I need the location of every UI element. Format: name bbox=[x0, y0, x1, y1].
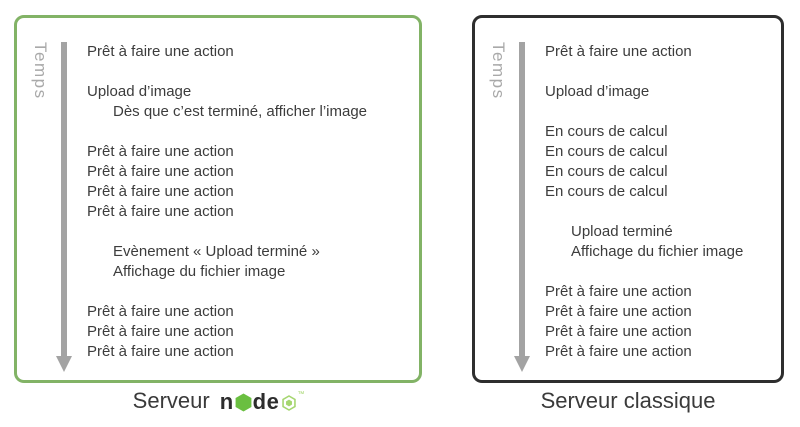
timeline-line: Prêt à faire une action bbox=[87, 303, 234, 320]
classic-timeline: Prêt à faire une action Upload d’image E… bbox=[545, 42, 775, 362]
timeline-line: Prêt à faire une action bbox=[87, 163, 234, 180]
nodejs-logo-letter-n: n bbox=[219, 389, 234, 414]
timeline-line: Prêt à faire une action bbox=[545, 343, 692, 360]
timeline-line: Upload d’image bbox=[545, 83, 650, 100]
timeline-line: Prêt à faire une action bbox=[87, 43, 234, 60]
trademark-symbol: ™ bbox=[297, 390, 305, 398]
timeline-line: Affichage du fichier image bbox=[113, 263, 286, 280]
timeline-line: Prêt à faire une action bbox=[545, 303, 692, 320]
timeline-line: Upload d’image bbox=[87, 83, 192, 100]
time-axis-label: Temps bbox=[31, 42, 50, 100]
timeline-line: Dès que c’est terminé, afficher l’image bbox=[113, 103, 368, 120]
timeline-line: Prêt à faire une action bbox=[545, 283, 692, 300]
classic-server-box: Temps Prêt à faire une action Upload d’i… bbox=[472, 15, 784, 383]
timeline-line: En cours de calcul bbox=[545, 163, 668, 180]
nodejs-hexagon-o-icon bbox=[235, 393, 252, 411]
timeline-line: En cours de calcul bbox=[545, 183, 668, 200]
time-arrow-head-icon bbox=[56, 356, 72, 372]
nodejs-logo: n de ™ bbox=[219, 389, 305, 414]
node-server-box: Temps Prêt à faire une action Upload d’i… bbox=[14, 15, 422, 383]
nodejs-logo-letters-de: de bbox=[252, 389, 280, 414]
timeline-line: Affichage du fichier image bbox=[571, 243, 744, 260]
timeline-blank-line bbox=[87, 222, 413, 242]
timeline-blank-line bbox=[87, 62, 413, 82]
timeline-line: Prêt à faire une action bbox=[87, 343, 234, 360]
timeline-blank-line bbox=[545, 262, 775, 282]
classic-caption: Serveur classique bbox=[472, 388, 784, 418]
timeline-blank-line bbox=[87, 282, 413, 302]
time-axis-label: Temps bbox=[489, 42, 508, 100]
timeline-blank-line bbox=[87, 122, 413, 142]
timeline-line: Prêt à faire une action bbox=[87, 143, 234, 160]
timeline-line: Prêt à faire une action bbox=[545, 43, 692, 60]
timeline-line: Prêt à faire une action bbox=[87, 323, 234, 340]
timeline-line: Evènement « Upload terminé » bbox=[113, 243, 320, 260]
time-arrow-head-icon bbox=[514, 356, 530, 372]
timeline-line: Prêt à faire une action bbox=[87, 203, 234, 220]
timeline-line: Upload terminé bbox=[571, 223, 673, 240]
timeline-blank-line bbox=[545, 62, 775, 82]
timeline-blank-line bbox=[545, 102, 775, 122]
timeline-line: Prêt à faire une action bbox=[87, 183, 234, 200]
timeline-line: Prêt à faire une action bbox=[545, 323, 692, 340]
timeline-line: En cours de calcul bbox=[545, 123, 668, 140]
timeline-line: En cours de calcul bbox=[545, 143, 668, 160]
timeline-blank-line bbox=[545, 202, 775, 222]
time-arrow bbox=[519, 42, 525, 356]
node-caption-prefix: Serveur bbox=[132, 388, 210, 413]
time-arrow bbox=[61, 42, 67, 356]
classic-caption-text: Serveur classique bbox=[540, 388, 716, 413]
nodejs-hexagon-logo-icon bbox=[282, 395, 297, 411]
node-caption: Serveur n de ™ bbox=[14, 388, 422, 418]
